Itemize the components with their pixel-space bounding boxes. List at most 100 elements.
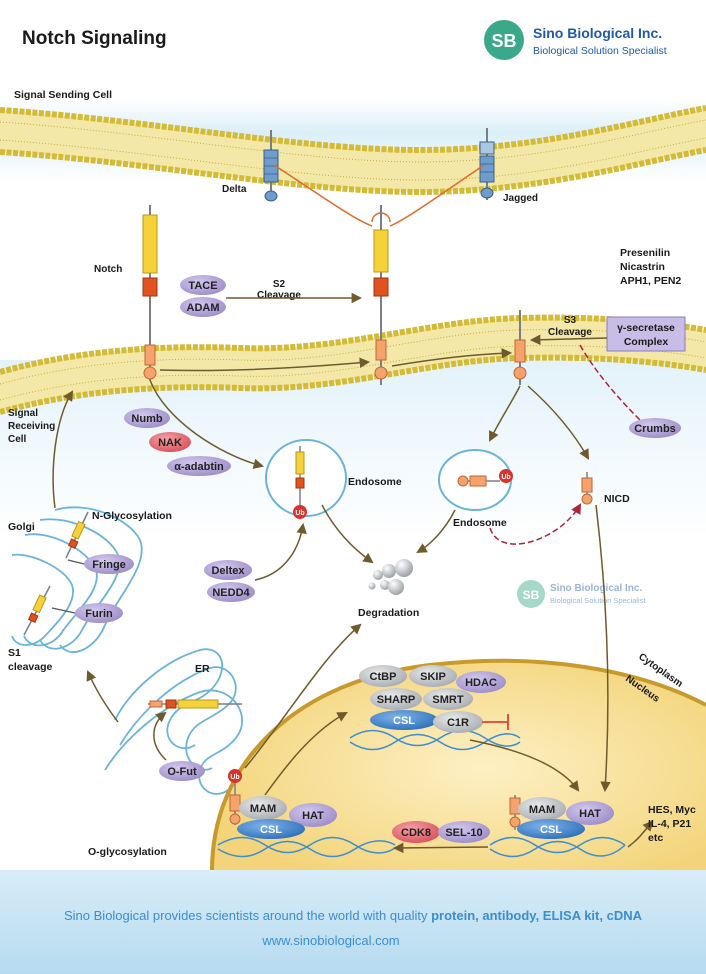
s1-label: S1	[8, 647, 21, 659]
svg-text:TACE: TACE	[188, 280, 217, 292]
svg-text:MAM: MAM	[250, 803, 276, 815]
nicd-to-nucleus-arrow	[595, 504, 611, 793]
csl-pill-right: CSL	[517, 819, 585, 839]
svg-text:α-adabtin: α-adabtin	[174, 461, 224, 473]
endosome-right-label: Endosome	[453, 517, 507, 529]
tace-pill: TACE	[180, 275, 226, 295]
notch-receptor-middle	[373, 205, 389, 385]
targets-line2: IL-4, P21	[648, 818, 691, 830]
jagged-notch-binding	[389, 164, 485, 227]
repression-bar	[482, 714, 509, 730]
targets-line1: HES, Myc	[648, 804, 696, 816]
notch-to-middle-arrow	[159, 357, 371, 372]
o-fut-pill: O-Fut	[159, 761, 205, 781]
svg-text:SEL-10: SEL-10	[445, 827, 482, 839]
svg-text:CSL: CSL	[260, 824, 282, 836]
svg-text:SMRT: SMRT	[432, 694, 463, 706]
sel10-pill: SEL-10	[438, 821, 490, 843]
endosome-left-to-degradation	[321, 504, 374, 564]
deltex-to-endosome-arrow	[254, 522, 307, 581]
cdk8-pill: CDK8	[392, 821, 440, 843]
svg-text:SB: SB	[523, 588, 540, 602]
svg-text:CtBP: CtBP	[370, 671, 397, 683]
s1-cleavage-label: cleavage	[8, 661, 53, 673]
presenilin-label: Presenilin	[620, 247, 670, 259]
repressor-to-activator-arrow	[469, 739, 580, 792]
company-name: Sino Biological Inc.	[533, 25, 662, 41]
golgi-apparatus	[11, 506, 143, 653]
notch-label: Notch	[94, 264, 122, 275]
company-tagline: Biological Solution Specialist	[533, 45, 667, 57]
delta-ligand	[263, 130, 279, 202]
svg-text:C1R: C1R	[447, 717, 469, 729]
hat-pill-right: HAT	[566, 801, 614, 825]
crumbs-pill: Crumbs	[629, 418, 681, 438]
svg-text:SKIP: SKIP	[420, 671, 446, 683]
delta-label: Delta	[222, 184, 247, 195]
er-receptor	[148, 699, 242, 709]
signal-label: Signal	[8, 408, 38, 419]
logo-circle	[484, 20, 524, 60]
svg-text:HAT: HAT	[302, 810, 324, 822]
svg-text:Deltex: Deltex	[211, 565, 245, 577]
svg-text:NAK: NAK	[158, 437, 182, 449]
svg-text:HDAC: HDAC	[465, 677, 497, 689]
o-glycosylation-label: O-glycosylation	[88, 846, 167, 858]
s2-label: S2	[273, 279, 286, 290]
golgi-receptor-2	[23, 585, 51, 636]
nak-pill: NAK	[149, 432, 191, 452]
mam-pill-left: MAM	[239, 796, 287, 820]
smrt-pill: SMRT	[423, 688, 473, 710]
footer-url[interactable]: www.sinobiological.com	[261, 933, 399, 948]
svg-text:Complex: Complex	[624, 336, 669, 348]
mam-pill-right: MAM	[518, 797, 566, 821]
ub-left-receptor: Ub	[228, 769, 242, 825]
alpha-adabtin-pill: α-adabtin	[167, 456, 231, 476]
deltex-pill: Deltex	[204, 560, 252, 580]
s3-label: S3	[564, 315, 577, 326]
dna-upper	[349, 729, 521, 751]
golgi-to-membrane-arrow	[52, 390, 74, 509]
furin-link	[51, 607, 76, 614]
nicastrin-label: Nicastrin	[620, 261, 665, 273]
degradation-label: Degradation	[358, 607, 419, 619]
watermark: SB Sino Biological Inc. Biological Solut…	[517, 580, 646, 608]
aph1-pen2-label: APH1, PEN2	[620, 275, 681, 287]
skip-pill: SKIP	[409, 665, 457, 687]
svg-text:Ub: Ub	[295, 510, 304, 517]
nicd-dashed-arrow	[489, 503, 582, 545]
top-membrane	[0, 105, 706, 196]
svg-text:CSL: CSL	[540, 824, 562, 836]
fringe-pill: Fringe	[84, 554, 134, 574]
adam-pill: ADAM	[180, 297, 226, 317]
endosome-left: Ub	[265, 439, 347, 519]
nicd-fragment	[581, 472, 593, 505]
targets-line3: etc	[648, 832, 663, 844]
er-label: ER	[195, 663, 210, 675]
svg-text:Crumbs: Crumbs	[634, 423, 676, 435]
endosome-right: Ub	[438, 449, 513, 511]
svg-text:Biological Solution Specialist: Biological Solution Specialist	[550, 596, 646, 605]
ub-to-degradation-arrow	[244, 623, 362, 769]
svg-text:ADAM: ADAM	[187, 302, 220, 314]
endoplasmic-reticulum	[104, 648, 244, 795]
endosome-right-to-degradation	[416, 509, 456, 554]
gamma-secretase-box: γ-secretase Complex	[606, 316, 686, 352]
degradation-spheres	[368, 559, 413, 595]
logo-letters: SB	[491, 31, 516, 51]
svg-text:CSL: CSL	[393, 715, 415, 727]
csl-pill-left: CSL	[237, 819, 305, 839]
furin-pill: Furin	[75, 603, 123, 623]
jagged-label: Jagged	[503, 193, 538, 204]
svg-text:CDK8: CDK8	[401, 827, 431, 839]
sharp-pill: SHARP	[370, 688, 422, 710]
signal-sending-cell-label: Signal Sending Cell	[14, 89, 112, 101]
jagged-ligand	[479, 128, 495, 200]
dna-lower	[217, 836, 626, 858]
footer-text-bold: protein, antibody, ELISA kit, cDNA	[431, 908, 643, 923]
notch-receptor-left	[142, 205, 158, 380]
cell-label: Cell	[8, 434, 27, 445]
hat-pill-left: HAT	[289, 803, 337, 827]
